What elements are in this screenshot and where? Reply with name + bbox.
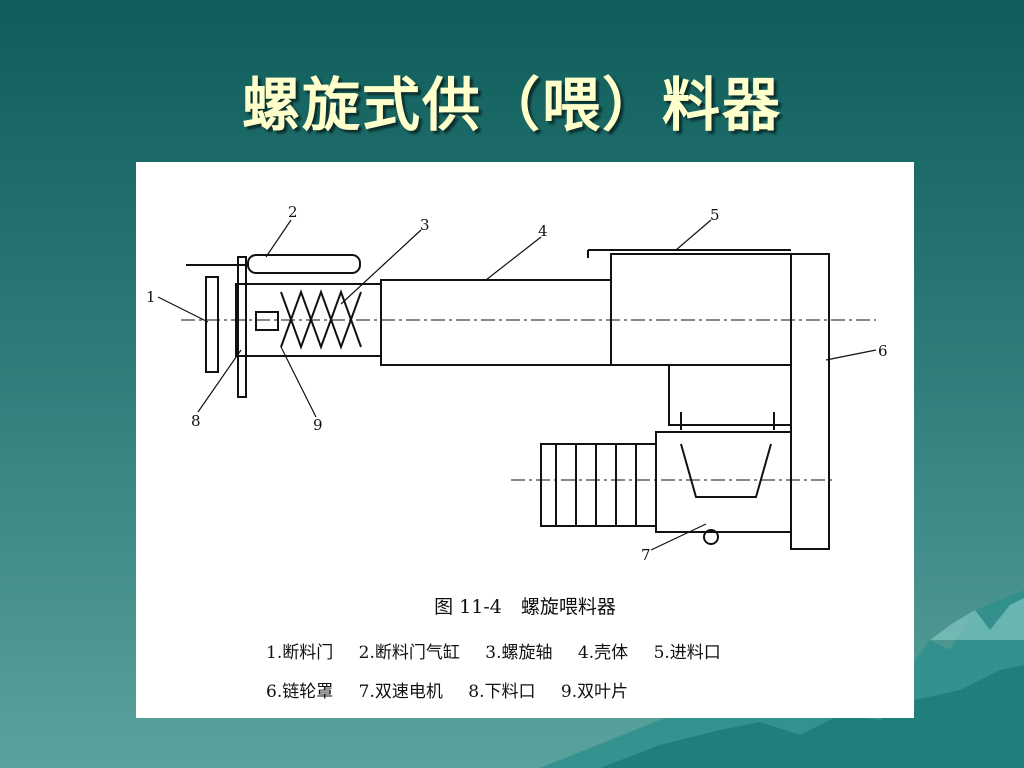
legend-item: 7.双速电机	[358, 682, 443, 702]
legend-row-1: 1.断料门 2.断料门气缸 3.螺旋轴 4.壳体 5.进料口	[266, 638, 906, 663]
slide-title: 螺旋式供（喂）料器	[241, 71, 782, 139]
part-label-7: 7	[641, 546, 651, 564]
diagram-panel: 1 2 3 4 5 6 7 8 9 图 11-4 螺旋喂料器 1.断料门 2.断…	[136, 162, 914, 718]
part-label-1: 1	[146, 288, 156, 306]
flange	[237, 256, 247, 398]
screw-feeder-diagram: 1 2 3 4 5 6 7 8 9	[146, 203, 888, 564]
legend-item: 1.断料门	[266, 643, 334, 663]
legend-item: 2.断料门气缸	[358, 643, 460, 663]
part-label-4: 4	[538, 222, 548, 240]
part-label-2: 2	[288, 203, 298, 221]
part-label-3: 3	[420, 216, 430, 234]
motor-gearbox	[655, 431, 792, 533]
motor-foot	[703, 529, 719, 545]
part-label-9: 9	[313, 416, 323, 434]
legend-row-2: 6.链轮罩 7.双速电机 8.下料口 9.双叶片	[266, 677, 906, 702]
discharge-chute	[668, 364, 792, 426]
legend-item: 5.进料口	[653, 643, 721, 663]
part-label-8: 8	[191, 412, 201, 430]
part-label-6: 6	[878, 342, 888, 360]
motor-body	[540, 443, 657, 527]
legend-item: 9.双叶片	[560, 682, 629, 702]
part-label-5: 5	[710, 206, 720, 224]
screw-blades	[280, 289, 362, 350]
legend-item: 8.下料口	[468, 682, 536, 702]
figure-caption: 图 11-4 螺旋喂料器	[434, 596, 616, 618]
gate-plate	[205, 276, 219, 373]
housing-body	[380, 279, 612, 366]
shaft-coupling	[255, 311, 279, 331]
legend-item: 4.壳体	[577, 643, 629, 663]
chain-guard	[790, 253, 830, 550]
inlet-box	[610, 253, 792, 366]
legend-item: 3.螺旋轴	[485, 643, 553, 663]
gate-cylinder	[247, 254, 361, 274]
legend-item: 6.链轮罩	[266, 682, 334, 702]
